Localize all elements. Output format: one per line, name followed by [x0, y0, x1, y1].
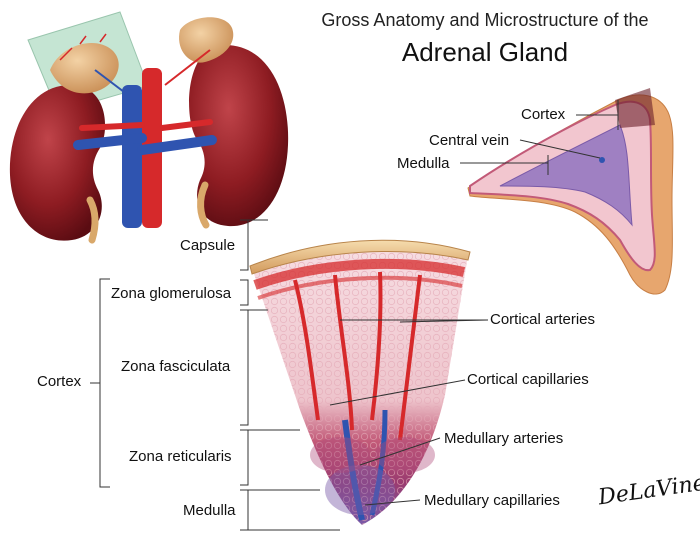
right-kidney	[189, 45, 289, 227]
kidneys-illustration	[9, 11, 289, 244]
label-medulla-top: Medulla	[397, 155, 450, 172]
central-vein-dot	[599, 157, 605, 163]
label-medullary-capillaries: Medullary capillaries	[424, 492, 560, 509]
label-central-vein: Central vein	[429, 132, 510, 149]
label-capsule: Capsule	[180, 237, 236, 254]
label-zona-fasciculata: Zona fasciculata	[121, 358, 231, 375]
title-line-2: Adrenal Gland	[401, 37, 569, 67]
adrenal-cross-section	[467, 88, 674, 295]
right-adrenal	[179, 17, 234, 63]
label-cortical-arteries: Cortical arteries	[490, 311, 596, 328]
label-medulla-left: Medulla	[183, 502, 236, 519]
label-medullary-arteries: Medullary arteries	[444, 430, 564, 447]
label-zona-reticularis: Zona reticularis	[129, 448, 232, 465]
left-kidney	[9, 85, 106, 241]
adrenal-wedge	[249, 239, 471, 525]
label-zona-glomerulosa: Zona glomerulosa	[111, 285, 232, 302]
left-adrenal	[50, 42, 119, 94]
title-line-1: Gross Anatomy and Microstructure of the	[321, 10, 649, 30]
label-cortex-left: Cortex	[37, 373, 82, 390]
leader-lines	[90, 100, 619, 531]
label-cortex-top: Cortex	[521, 106, 566, 123]
inferior-vena-cava	[122, 85, 142, 228]
capsule-layer	[249, 239, 471, 275]
label-cortical-capillaries: Cortical capillaries	[467, 371, 589, 388]
